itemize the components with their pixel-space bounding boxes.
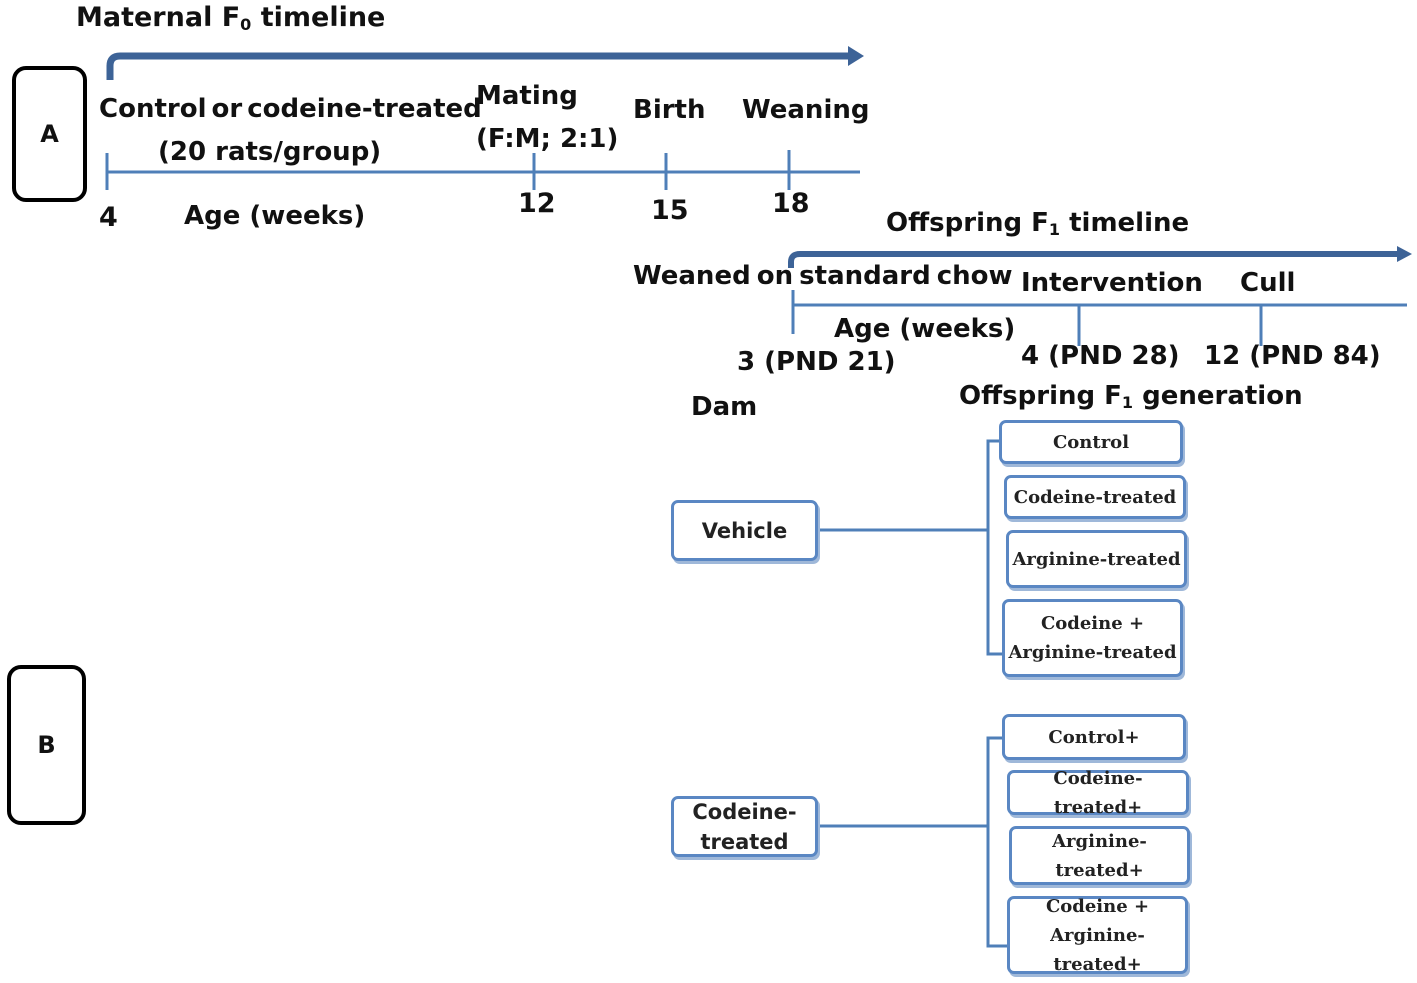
panel-a-label: A [12,66,87,202]
vehicle-group-control: Control [999,420,1183,464]
maternal-timeline-title: Maternal F0 timeline [76,2,386,34]
maternal-tick-label-18: 18 [772,188,810,219]
offspring-tick-label-12: 12 (PND 84) [1204,341,1381,371]
phase-control-label: Control or codeine-treated [99,94,482,124]
offspring-tick-label-4: 4 (PND 28) [1021,341,1180,371]
maternal-tick-label-15: 15 [651,195,689,226]
offspring-timeline-arrow [788,251,1398,268]
codeine-group-codeine: Codeine-treated+ [1007,768,1189,818]
offspring-generation-header: Offspring F1 generation [959,381,1303,412]
mating-ratio-label: (F:M; 2:1) [476,124,619,154]
vehicle-group-codeine: Codeine-treated [1004,475,1186,519]
phase-mating-label: Mating [476,81,578,111]
phase-weaned-label: Weaned on standard chow [633,261,1013,291]
codeine-group-codeine-arginine: Codeine + Arginine-treated+ [1007,896,1188,975]
maternal-arrowhead [848,46,864,66]
offspring-axis-label: Age (weeks) [834,314,1016,344]
offspring-timeline-title: Offspring F1 timeline [886,208,1190,239]
phase-weaning-label: Weaning [742,95,870,125]
vehicle-group-codeine-arginine: Codeine + Arginine-treated [1002,599,1183,677]
phase-cull-label: Cull [1240,268,1296,298]
offspring-arrowhead [1397,246,1412,262]
dam-vehicle-box: Vehicle [671,500,818,561]
maternal-timeline-arrow [106,52,850,80]
vehicle-bracket [986,439,1002,656]
maternal-axis-label: Age (weeks) [184,201,366,231]
dam-header: Dam [691,392,758,422]
panel-b-label: B [7,665,86,825]
codeine-bracket [986,736,1007,948]
offspring-tick-label-3: 3 (PND 21) [737,347,896,377]
phase-birth-label: Birth [633,95,706,125]
dam-codeine-box: Codeine- treated [671,796,818,857]
codeine-group-arginine: Arginine-treated+ [1009,826,1190,885]
maternal-tick-label-4: 4 [99,202,118,233]
maternal-tick-label-12: 12 [518,188,556,219]
group-size-label: (20 rats/group) [158,137,382,167]
vehicle-group-arginine: Arginine-treated [1006,530,1187,588]
codeine-group-control: Control+ [1002,714,1186,760]
phase-intervention-label: Intervention [1021,268,1203,298]
